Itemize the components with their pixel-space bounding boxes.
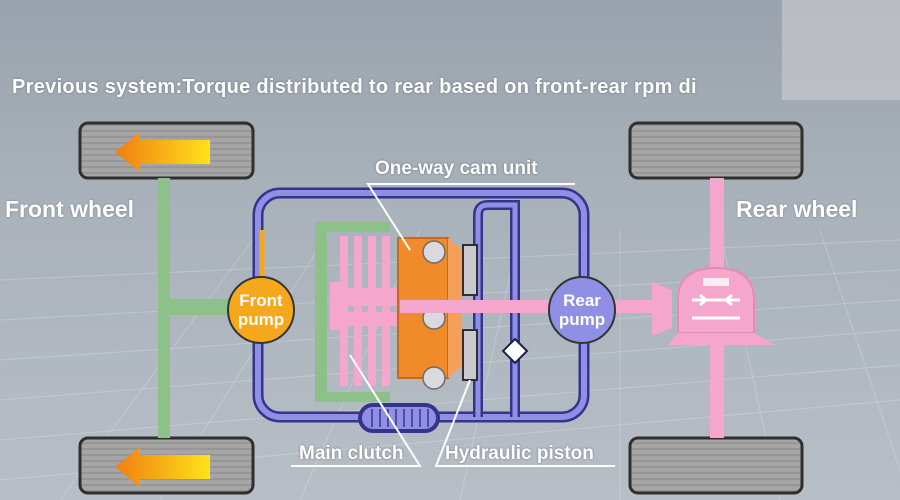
main-clutch-label: Main clutch xyxy=(299,443,404,464)
rear-pump: Rear pump xyxy=(548,276,616,344)
arrow-left-icon xyxy=(115,132,210,172)
front-left-bottom-wheel xyxy=(78,436,255,495)
arrow-left-icon xyxy=(115,447,210,487)
hydraulic-piston-label: Hydraulic piston xyxy=(445,443,594,464)
front-pump-label-1: Front xyxy=(239,291,283,310)
front-wheel-label: Front wheel xyxy=(5,196,135,222)
callout-lines xyxy=(291,183,615,467)
oil-filter-stripes xyxy=(371,409,429,427)
one-way-cam xyxy=(397,237,462,390)
one-way-cam-label: One-way cam unit xyxy=(375,158,538,179)
front-left-top-wheel xyxy=(78,121,255,180)
front-pump-label-2: pump xyxy=(238,310,284,329)
check-valve-icon xyxy=(501,337,529,365)
logo-watermark xyxy=(782,0,900,100)
rear-bottom-wheel xyxy=(628,436,804,495)
front-pump: Front pump xyxy=(227,276,295,344)
rear-top-wheel xyxy=(628,121,804,180)
main-clutch-plates xyxy=(330,236,400,386)
propeller-shaft xyxy=(400,300,660,313)
rear-differential xyxy=(652,266,775,345)
rear-wheel-label: Rear wheel xyxy=(736,196,858,222)
caption: Previous system:Torque distributed to re… xyxy=(12,76,697,98)
front-axle xyxy=(158,178,390,438)
hydraulic-piston xyxy=(462,244,478,381)
rear-pump-label-1: Rear xyxy=(563,291,601,310)
rear-pump-label-2: pump xyxy=(559,310,605,329)
